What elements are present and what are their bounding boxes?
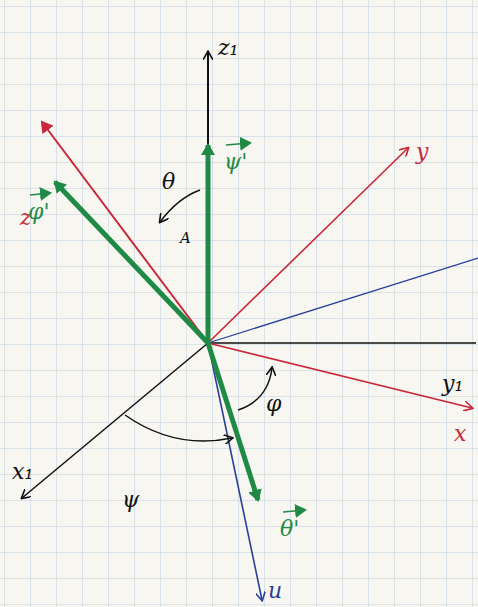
angle-label: θ xyxy=(160,170,177,194)
axis-label: z₁ xyxy=(216,36,240,60)
point-label: A xyxy=(178,230,193,247)
vector-label: θ' xyxy=(278,517,301,541)
axis-label: x xyxy=(452,422,468,446)
vector-label: ψ' xyxy=(222,150,249,174)
angle-label: φ xyxy=(264,392,283,416)
axis-label: x₁ xyxy=(10,460,35,484)
axis-label: y₁ xyxy=(440,372,465,396)
vector-label: φ' xyxy=(26,200,51,224)
angle-label: ψ xyxy=(120,488,141,512)
axis-label: u xyxy=(266,579,284,603)
axis-label: y xyxy=(414,140,430,164)
